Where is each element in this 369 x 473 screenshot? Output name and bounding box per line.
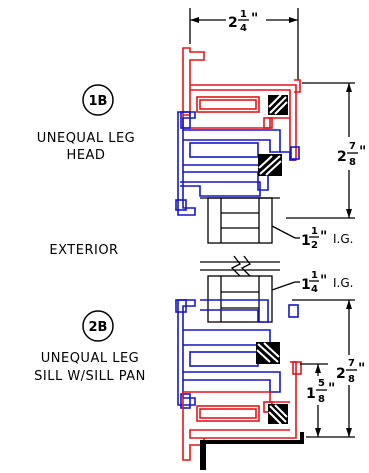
detail-1b-callout: 1B UNEQUAL LEG HEAD (37, 84, 136, 163)
top-width-num: 1 (240, 9, 247, 20)
top-width-den: 4 (240, 23, 247, 34)
top-width-unit: " (251, 11, 258, 27)
detail-1b-line1: UNEQUAL LEG (37, 131, 136, 146)
detail-2b-line1: UNEQUAL LEG (41, 351, 140, 366)
sill-gasket (268, 404, 288, 425)
glass-upper-unit: " (320, 229, 327, 245)
head-height-unit: " (359, 144, 366, 160)
detail-2b-id: 2B (89, 320, 108, 335)
exterior-label: EXTERIOR (49, 243, 118, 258)
detail-1b-line2: HEAD (67, 148, 106, 163)
glass-lower-den: 4 (311, 284, 318, 295)
detail-1b-id: 1B (89, 94, 108, 109)
detail-2b-callout: 2B UNEQUAL LEG SILL W/SILL PAN (34, 310, 146, 384)
sill-height-num: 7 (348, 358, 355, 369)
detail-2b-line2: SILL W/SILL PAN (34, 369, 146, 384)
head-glass-stop-gasket (258, 154, 282, 176)
glass-upper-dimension: 1 1 2 " I.G. (271, 225, 353, 251)
glass-lower-whole: 1 (301, 277, 311, 293)
sill-pan (200, 432, 304, 470)
sill-height-dimension: 2 7 8 " (292, 299, 365, 438)
detail-2b-circle (82, 310, 114, 342)
sill-pan-num: 5 (318, 378, 325, 389)
sill-height-den: 8 (348, 374, 355, 385)
glass-upper-whole: 1 (301, 233, 311, 249)
sill-glass-stop-gasket (256, 342, 280, 364)
sill-pan-unit: " (328, 381, 335, 397)
insulated-glass-unit (200, 197, 280, 323)
glass-lower-num: 1 (311, 270, 318, 281)
sill-pan-whole: 1 (306, 386, 316, 402)
top-width-whole: 2 (228, 15, 238, 31)
sill-pan-dimension: 1 5 8 " (300, 363, 335, 437)
head-gasket (268, 94, 288, 115)
glass-upper-num: 1 (311, 226, 318, 237)
glass-lower-suffix: I.G. (333, 276, 353, 290)
head-height-num: 7 (349, 141, 356, 152)
head-height-den: 8 (349, 157, 356, 168)
glass-upper-den: 2 (311, 240, 318, 251)
glass-upper-suffix: I.G. (333, 232, 353, 246)
head-exterior-frame (175, 111, 300, 216)
head-height-whole: 2 (337, 149, 347, 165)
top-width-dimension: 2 1 4 " (189, 8, 299, 80)
head-height-dimension: 2 7 8 " (286, 82, 366, 219)
sill-height-whole: 2 (336, 366, 346, 382)
glass-lower-unit: " (320, 273, 327, 289)
detail-1b-circle (82, 84, 114, 116)
glass-lower-dimension: 1 1 4 " I.G. (271, 270, 353, 295)
sill-height-unit: " (358, 361, 365, 377)
sill-pan-den: 8 (318, 394, 325, 405)
